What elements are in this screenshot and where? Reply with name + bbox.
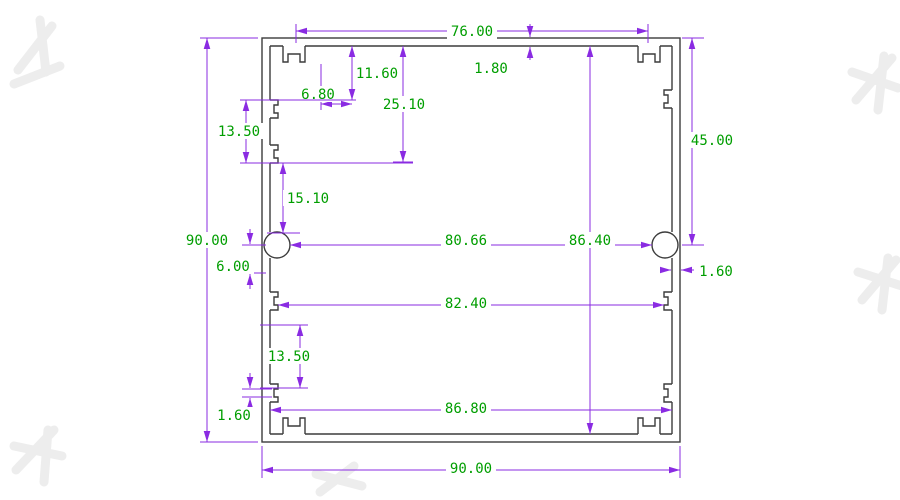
dim-width-inner-label: 82.40 — [445, 296, 487, 312]
bottom-left-screw-channel — [282, 417, 306, 434]
dim-width-inner-group: 82.40 — [278, 295, 664, 312]
dim-height-inner-group: 86.40 — [565, 46, 615, 434]
dim-left-notch-lower-label: 13.50 — [268, 349, 310, 365]
dim-upper-feature-depth-label: 25.10 — [383, 97, 425, 113]
dim-boss-offset-group: 6.00 — [212, 229, 266, 289]
dim-notch-width-top-label: 6.80 — [301, 87, 335, 103]
dim-width-bottom-inner-group: 86.80 — [270, 400, 672, 417]
profile-outline — [261, 37, 681, 443]
top-right-screw-channel — [637, 46, 661, 63]
dim-boss-offset-label: 6.00 — [216, 259, 250, 275]
watermark — [9, 15, 900, 497]
dim-wall-top-group: 1.80 — [470, 24, 534, 77]
dim-width-overall-group: 90.00 — [261, 446, 681, 478]
dim-left-notch-lower-group: 13.50 — [260, 324, 314, 389]
left-screw-boss — [263, 231, 291, 259]
dim-width-between-bosses-group: 80.66 — [290, 232, 652, 249]
dim-wall-right-group: 1.60 — [660, 263, 737, 280]
dim-width-overall-label: 90.00 — [450, 461, 492, 477]
dim-right-height-label: 45.00 — [691, 133, 733, 149]
dim-height-overall-label: 90.00 — [186, 233, 228, 249]
dim-left-notch-mid-group: 15.10 — [267, 163, 333, 234]
dim-upper-feature-depth-group: 25.10 — [379, 46, 429, 163]
left-wall-tooth-upper — [270, 99, 279, 119]
dim-wall-right-label: 1.60 — [699, 264, 733, 280]
dim-width-bottom-inner-label: 86.80 — [445, 401, 487, 417]
dim-width-between-bosses-label: 80.66 — [445, 233, 487, 249]
dim-notch-bottom-group: 1.60 — [213, 373, 272, 424]
dim-left-notch-upper-group: 13.50 — [214, 99, 413, 164]
right-wall-tooth-upper — [663, 89, 672, 109]
dim-notch-depth-top-label: 11.60 — [356, 66, 398, 82]
dim-notch-width-top-group: 6.80 — [297, 64, 352, 110]
bottom-right-screw-channel — [637, 417, 661, 434]
dimension-annotations: 76.00 11.60 1.80 6.80 25.10 — [182, 23, 737, 478]
dim-notch-depth-top-group: 11.60 — [348, 46, 401, 100]
left-wall-tooth-upper2 — [270, 144, 279, 164]
dim-left-notch-upper-label: 13.50 — [218, 124, 260, 140]
dim-height-inner-label: 86.40 — [569, 233, 611, 249]
right-screw-boss — [651, 231, 679, 259]
dim-right-height-group: 45.00 — [682, 37, 737, 246]
dim-left-notch-mid-label: 15.10 — [287, 191, 329, 207]
dim-height-overall-group: 90.00 — [182, 37, 258, 443]
dim-top-width-group: 76.00 — [295, 23, 649, 43]
left-wall-tooth-mid — [270, 291, 279, 311]
right-wall-tooth-mid — [663, 291, 672, 311]
dim-top-width-label: 76.00 — [451, 24, 493, 40]
top-left-screw-channel — [282, 46, 306, 63]
right-wall-tooth-lower — [663, 383, 672, 403]
left-wall-tooth-lower — [270, 383, 279, 403]
dim-notch-bottom-label: 1.60 — [217, 408, 251, 424]
dim-wall-top-label: 1.80 — [474, 61, 508, 77]
